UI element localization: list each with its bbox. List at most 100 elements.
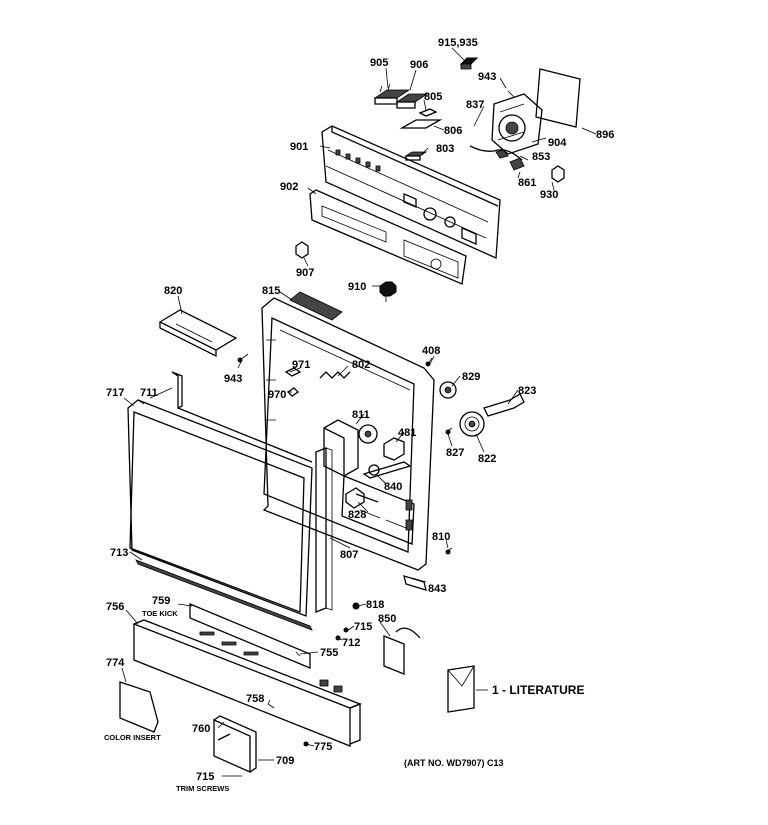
toe-kick-note: TOE KICK <box>142 609 178 618</box>
part-906-switch <box>395 93 429 109</box>
label-930: 930 <box>540 189 558 201</box>
part-713-trim <box>135 559 313 631</box>
label-829: 829 <box>462 371 480 383</box>
part-481-bracket <box>383 437 405 461</box>
label-970: 970 <box>268 389 286 401</box>
label-805: 805 <box>424 91 442 103</box>
label-806: 806 <box>444 125 462 137</box>
label-815: 815 <box>262 285 280 297</box>
part-907-clip <box>295 241 309 259</box>
label-904: 904 <box>548 137 567 149</box>
label-759: 759 <box>152 595 170 607</box>
trim-screws-note: TRIM SCREWS <box>176 784 229 793</box>
label-822: 822 <box>478 453 496 465</box>
part-829-knob <box>439 381 457 399</box>
label-709: 709 <box>276 755 294 767</box>
part-970-latch <box>286 387 300 397</box>
label-901: 901 <box>290 141 308 153</box>
label-861: 861 <box>518 177 536 189</box>
part-805-clip <box>418 108 438 117</box>
label-840: 840 <box>384 481 402 493</box>
part-943-screw-top <box>507 90 515 98</box>
part-843-hinge <box>403 575 427 591</box>
part-door-inner-frame <box>261 297 435 571</box>
label-408: 408 <box>422 345 440 357</box>
label-896: 896 <box>596 129 614 141</box>
label-906: 906 <box>410 59 428 71</box>
label-715-lower: 715 <box>196 771 214 783</box>
literature-envelope <box>447 665 475 713</box>
part-820-vent-cover <box>158 309 238 358</box>
label-774: 774 <box>106 657 125 669</box>
label-760: 760 <box>192 723 210 735</box>
toe-kick-assembly <box>119 603 475 777</box>
label-850: 850 <box>378 613 396 625</box>
label-828: 828 <box>348 509 366 521</box>
part-715-screw <box>343 627 349 633</box>
label-712: 712 <box>342 637 360 649</box>
part-904-timer <box>491 93 543 155</box>
label-818: 818 <box>366 599 384 611</box>
literature-label: 1 - LITERATURE <box>492 683 584 697</box>
part-815-vent <box>289 291 343 321</box>
label-823: 823 <box>518 385 536 397</box>
label-775: 775 <box>314 741 332 753</box>
part-709-trim-bracket <box>213 715 257 774</box>
part-850-bracket <box>383 627 421 675</box>
part-840-lever <box>362 461 412 479</box>
label-971: 971 <box>292 359 310 371</box>
part-758-screw <box>267 703 275 709</box>
color-insert-note: COLOR INSERT <box>104 733 161 742</box>
part-802-spring <box>319 371 351 379</box>
door-assembly <box>127 291 525 641</box>
part-759-toe-kick <box>189 603 311 669</box>
label-837: 837 <box>466 99 484 111</box>
part-853-harness <box>469 145 523 161</box>
part-822-gear <box>459 411 485 437</box>
part-756-lower-panel <box>132 619 362 747</box>
part-828-actuator <box>345 487 379 509</box>
label-905: 905 <box>370 57 388 69</box>
label-807: 807 <box>340 549 358 561</box>
part-861-connector <box>509 157 525 171</box>
label-902: 902 <box>280 181 298 193</box>
label-802: 802 <box>352 359 370 371</box>
label-843: 843 <box>428 583 446 595</box>
label-853: 853 <box>532 151 550 163</box>
label-943-top: 943 <box>478 71 496 83</box>
diagram-notes: TOE KICK COLOR INSERT TRIM SCREWS 1 - LI… <box>104 609 584 793</box>
control-panel-assembly <box>295 57 581 302</box>
part-number-labels: 915,935 905 906 943 896 805 837 806 904 … <box>106 37 614 783</box>
label-827: 827 <box>446 447 464 459</box>
label-803: 803 <box>436 143 454 155</box>
label-711: 711 <box>140 387 158 399</box>
label-717: 717 <box>106 387 124 399</box>
label-481: 481 <box>398 427 416 439</box>
part-823-handle <box>483 393 525 417</box>
part-711-door-panel <box>171 371 313 463</box>
label-907: 907 <box>296 267 314 279</box>
part-807-channel <box>315 447 327 613</box>
label-910: 910 <box>348 281 366 293</box>
part-760-clip <box>217 733 231 741</box>
label-820: 820 <box>164 285 182 297</box>
part-755-screw <box>295 651 301 657</box>
part-774-color-insert <box>119 681 159 733</box>
part-901-console <box>321 125 501 259</box>
label-810: 810 <box>432 531 450 543</box>
label-715-upper: 715 <box>354 621 372 633</box>
label-758: 758 <box>246 693 264 705</box>
label-756: 756 <box>106 601 124 613</box>
art-number: (ART NO. WD7907) C13 <box>404 758 504 768</box>
label-943: 943 <box>224 373 242 385</box>
part-971-latch <box>284 367 302 377</box>
label-713: 713 <box>110 547 128 559</box>
part-930-bracket <box>551 165 565 183</box>
part-910-knob <box>379 281 397 302</box>
label-755: 755 <box>320 647 338 659</box>
part-896-card <box>535 68 581 128</box>
label-811: 811 <box>352 409 370 421</box>
part-717-panel <box>127 399 313 617</box>
part-806-plate <box>399 119 443 129</box>
